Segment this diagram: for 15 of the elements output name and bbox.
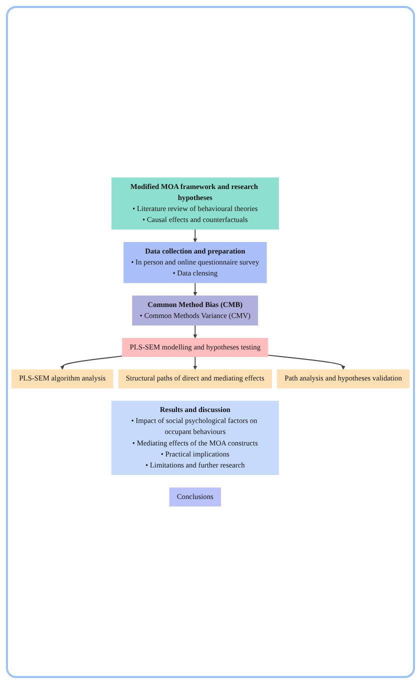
- node-box: [111, 400, 279, 476]
- arrow: [193, 228, 198, 243]
- node-box: [11, 369, 114, 388]
- node-box: [124, 242, 267, 284]
- node-box: [118, 369, 272, 388]
- node-box: [111, 178, 279, 230]
- arrow: [193, 282, 198, 296]
- arrow: [193, 356, 198, 370]
- node-box: [122, 338, 268, 357]
- node-box: [277, 369, 410, 388]
- arrow: [193, 324, 198, 338]
- node-box: [169, 488, 221, 506]
- arrow: [60, 356, 123, 370]
- arrow: [267, 354, 346, 370]
- node-box: [132, 296, 258, 326]
